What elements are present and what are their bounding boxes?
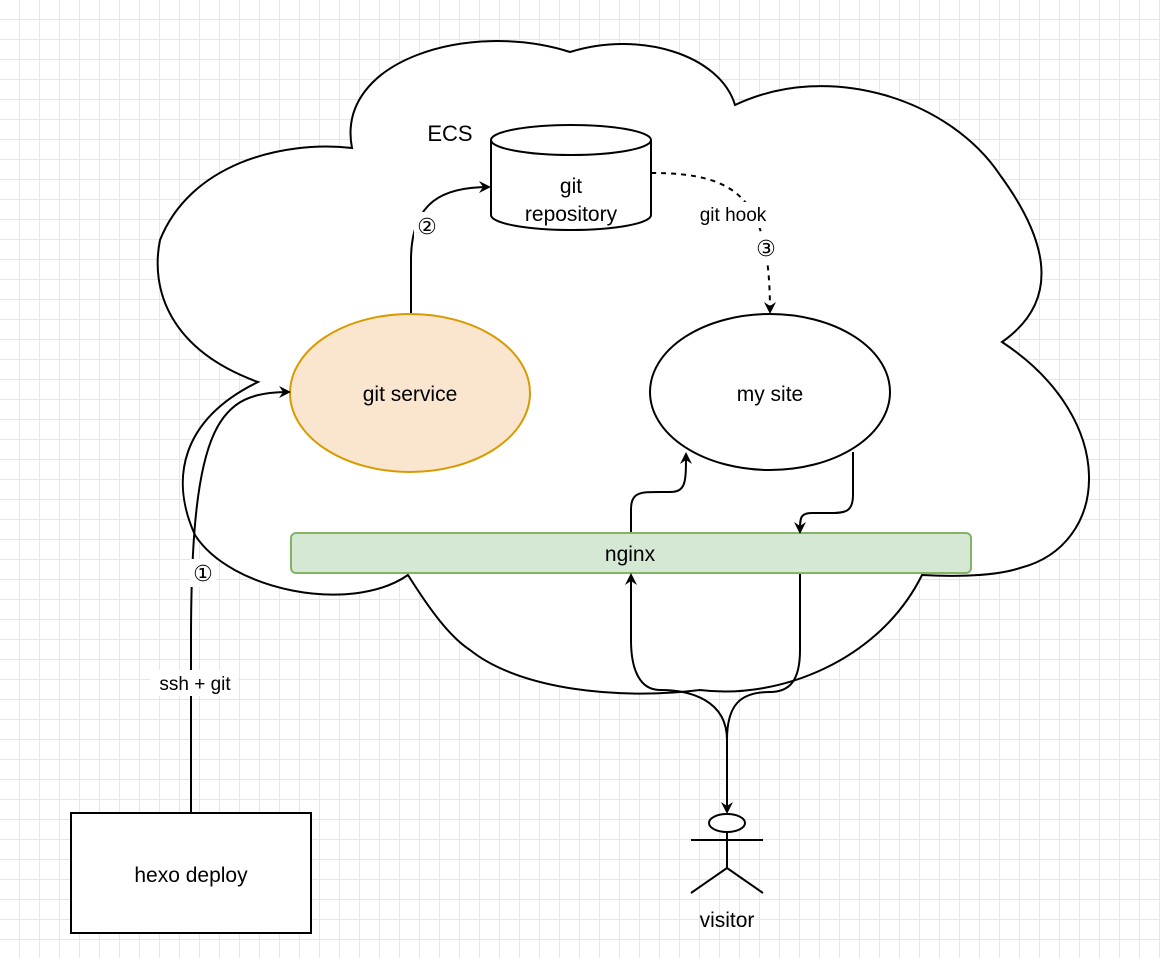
edge-repo-label: git hook [700,205,767,226]
git-repository-node[interactable]: git repository [490,124,652,231]
nginx-node[interactable]: nginx [290,532,972,574]
ecs-label: ECS [427,121,472,146]
edge-site-to-nginx [794,452,854,534]
my-site-node[interactable]: my site [649,313,891,471]
ecs-cloud-shape [156,40,1090,695]
visitor-label: visitor [700,909,755,932]
edge-deploy-to-service: ssh + git ① [150,386,291,813]
edge-deploy-label: ssh + git [159,674,231,695]
edge-nginx-to-site [630,452,692,532]
git-service-node[interactable]: git service [289,313,531,473]
git-repository-label-line1: git [560,175,582,198]
hexo-deploy-node[interactable]: hexo deploy [70,812,312,934]
edge-service-to-repo: ② [410,181,491,313]
edge-repo-to-site: git hook ③ [650,172,779,314]
edge-deploy-step: ① [193,561,213,586]
my-site-label: my site [737,383,804,406]
edge-nginx-to-visitor [721,574,801,814]
hexo-deploy-label: hexo deploy [134,864,248,887]
edge-service-step: ② [417,214,437,239]
edge-repo-step: ③ [756,236,776,261]
git-repository-label-line2: repository [525,203,618,226]
git-service-label: git service [363,383,458,406]
nginx-label: nginx [605,543,656,566]
visitor-node[interactable]: visitor [690,813,764,932]
edge-visitor-to-nginx [625,573,728,812]
